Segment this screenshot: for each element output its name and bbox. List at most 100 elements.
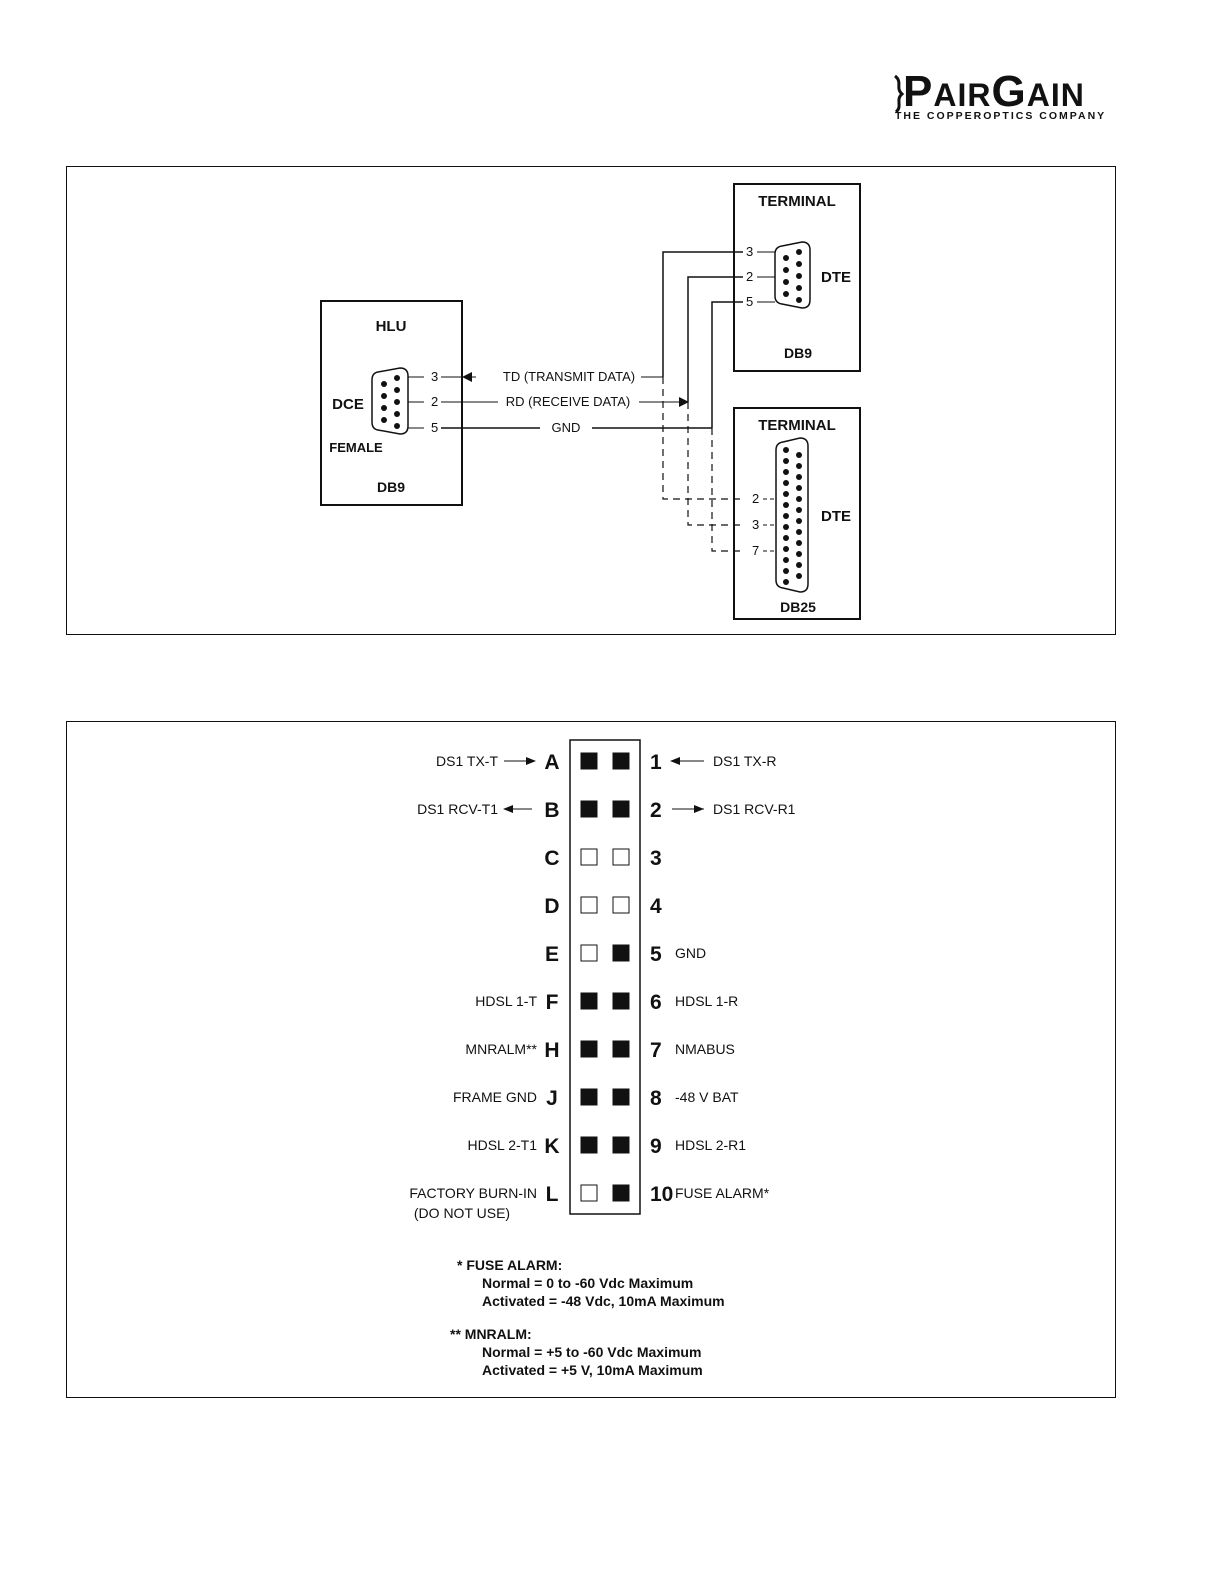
- logo-mark-icon: [893, 74, 905, 114]
- pin-letter: F: [545, 991, 558, 1014]
- pin-number: 2: [650, 799, 662, 822]
- terminal-db25-shell: [774, 436, 809, 593]
- right-contact-pad: [612, 896, 629, 913]
- left-contact-pad: [580, 944, 597, 961]
- left-signal-label: HDSL 2-T1: [467, 1137, 537, 1153]
- right-contact-pad: [612, 992, 629, 1009]
- hlu-pin-3: 3: [431, 369, 438, 384]
- left-signal-label: HDSL 1-T: [475, 993, 537, 1009]
- note-heading: * FUSE ALARM:: [457, 1257, 562, 1273]
- logo-tagline: THE COPPEROPTICS COMPANY: [895, 110, 1107, 122]
- terminal-db25-connector: DB25: [780, 599, 816, 615]
- terminal-db25-pins: [782, 446, 802, 585]
- right-signal-label: NMABUS: [675, 1041, 735, 1057]
- note-heading: ** MNRALM:: [450, 1326, 532, 1342]
- terminal-db9-pin-2: 2: [746, 269, 753, 284]
- terminal-db25-box: [732, 406, 861, 620]
- terminal-db9-box: [732, 182, 861, 372]
- left-contact-pad: [580, 992, 597, 1009]
- right-signal-label: DS1 RCV-R1: [713, 801, 796, 817]
- serial-wiring-diagram: HLU DCE FEMALE DB9 3 2 5 TD (TRANSMIT DA…: [66, 166, 1116, 635]
- td-label: TD (TRANSMIT DATA): [502, 369, 634, 384]
- pin-letter: L: [545, 1183, 558, 1206]
- rd-label: RD (RECEIVE DATA): [505, 394, 629, 409]
- right-contact-pad: [612, 848, 629, 865]
- note-line: Normal = +5 to -60 Vdc Maximum: [482, 1344, 701, 1360]
- pin-letter: D: [544, 895, 559, 918]
- gnd-label: GND: [551, 420, 580, 435]
- hlu-pin-5: 5: [431, 420, 438, 435]
- pinout-notes: * FUSE ALARM: Normal = 0 to -60 Vdc Maxim…: [450, 1257, 725, 1378]
- terminal-db9-role: DTE: [821, 269, 851, 286]
- hlu-connector: DB9: [376, 479, 404, 495]
- left-contact-pad: [580, 1040, 597, 1057]
- terminal-db25-title: TERMINAL: [758, 417, 836, 434]
- left-signal-label: DS1 TX-T: [436, 753, 498, 769]
- pin-number: 5: [650, 943, 662, 966]
- pin-letter: J: [546, 1087, 558, 1110]
- pin-letter: B: [544, 799, 559, 822]
- right-contact-pad: [612, 800, 629, 817]
- pin-number: 6: [650, 991, 662, 1014]
- pin-number: 3: [650, 847, 662, 870]
- arrow-right-icon: [525, 756, 536, 765]
- left-signal-label: FACTORY BURN-IN: [409, 1185, 537, 1201]
- pin-number: 7: [650, 1039, 662, 1062]
- left-signal-label: MNRALM**: [465, 1041, 537, 1057]
- right-signal-label: HDSL 1-R: [675, 993, 738, 1009]
- note-line: Activated = +5 V, 10mA Maximum: [482, 1362, 703, 1378]
- note-line: Normal = 0 to -60 Vdc Maximum: [482, 1275, 693, 1291]
- right-contact-pad: [612, 1088, 629, 1105]
- terminal-db9-pin-5: 5: [746, 294, 753, 309]
- hlu-title: HLU: [375, 318, 406, 335]
- left-contact-pad: [580, 1184, 597, 1201]
- hlu-db9-shell: [370, 366, 409, 435]
- terminal-db25-role: DTE: [821, 508, 851, 525]
- pin-letter: C: [544, 847, 559, 870]
- terminal-db25-pin-3: 3: [752, 517, 759, 532]
- left-contact-pad: [580, 800, 597, 817]
- terminal-db9-title: TERMINAL: [758, 193, 836, 210]
- pin-letter: A: [544, 751, 559, 774]
- pairgain-logo: PAIRGAIN THE COPPEROPTICS COMPANY: [893, 70, 1113, 122]
- terminal-db25-pin-7: 7: [752, 543, 759, 558]
- left-signal-label: FRAME GND: [453, 1089, 537, 1105]
- right-signal-label: FUSE ALARM*: [675, 1185, 770, 1201]
- hlu-gender: FEMALE: [329, 440, 383, 455]
- left-contact-pad: [580, 848, 597, 865]
- arrow-left-icon: [502, 804, 513, 813]
- pinout-row: J 8 FRAME GND -48 V BAT: [453, 1087, 739, 1110]
- right-contact-pad: [612, 944, 629, 961]
- hlu-db9-pins: [380, 374, 400, 429]
- pin-number: 8: [650, 1087, 662, 1110]
- pin-number: 1: [650, 751, 662, 774]
- logo-wordmark: PAIRGAIN: [903, 67, 1085, 116]
- pinout-row: F 6 HDSL 1-T HDSL 1-R: [475, 991, 738, 1014]
- left-contact-pad: [580, 896, 597, 913]
- pin-number: 10: [650, 1183, 673, 1206]
- right-contact-pad: [612, 1136, 629, 1153]
- left-contact-pad: [580, 1088, 597, 1105]
- terminal-db9-pin-3: 3: [746, 244, 753, 259]
- td-arrow-icon: [461, 371, 472, 382]
- right-signal-label: -48 V BAT: [675, 1089, 739, 1105]
- note-line: Activated = -48 Vdc, 10mA Maximum: [482, 1293, 725, 1309]
- terminal-db9-pins: [782, 248, 802, 303]
- rd-arrow-icon: [678, 396, 689, 407]
- right-contact-pad: [612, 1040, 629, 1057]
- hlu-pin-2: 2: [431, 394, 438, 409]
- pin-number: 4: [650, 895, 662, 918]
- right-signal-label: GND: [675, 945, 706, 961]
- serial-wiring-svg: HLU DCE FEMALE DB9 3 2 5 TD (TRANSMIT DA…: [319, 182, 861, 620]
- pin-letter: K: [544, 1135, 559, 1158]
- left-contact-pad: [580, 1136, 597, 1153]
